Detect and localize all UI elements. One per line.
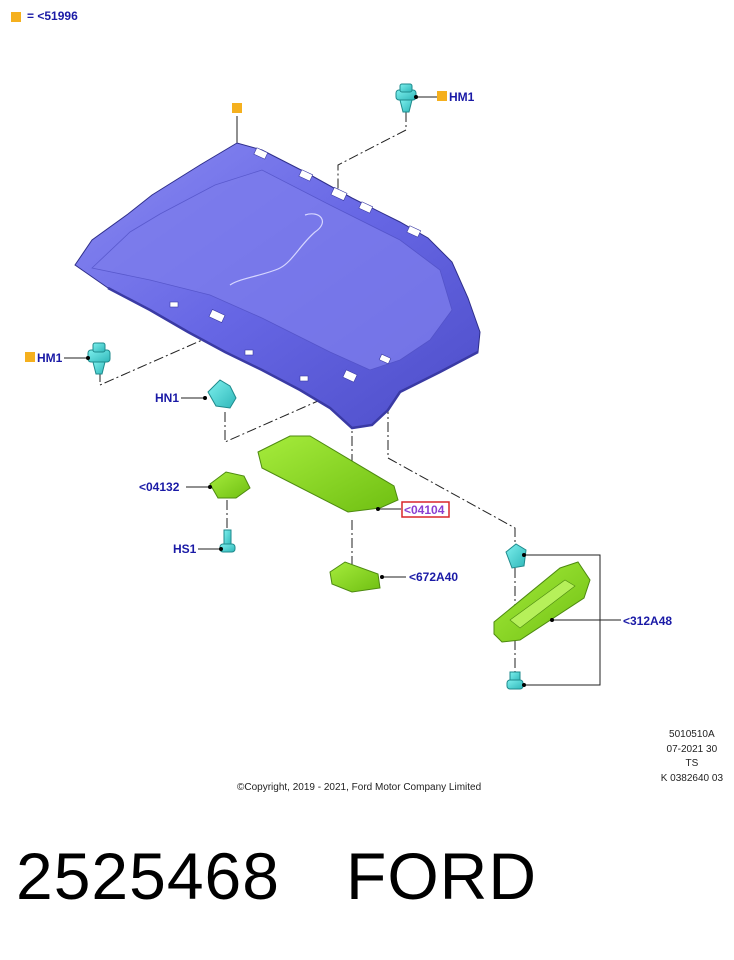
orange-key-square-hm1-left xyxy=(25,352,35,362)
callout-hm1-top[interactable]: HM1 xyxy=(449,90,475,104)
grab-handle-312a48 xyxy=(493,561,591,643)
selected-callout-box xyxy=(401,501,450,518)
exploded-parts-diagram: HM1 HM1 HN1 <04132 HS1 <04104 <672A40 <3… xyxy=(25,83,672,690)
drawing-date: 07-2021 30 xyxy=(666,743,718,755)
sun-visor-04104 xyxy=(257,435,399,513)
visor-clip-672a40 xyxy=(329,561,384,593)
orange-key-square-top xyxy=(232,103,242,113)
copyright-notice: ©Copyright, 2019 - 2021, Ford Motor Comp… xyxy=(237,782,482,793)
callout-672a40[interactable]: <672A40 xyxy=(409,570,458,584)
visor-bracket-04132 xyxy=(208,471,251,499)
callout-04132[interactable]: <04132 xyxy=(139,480,180,494)
clip-hn1 xyxy=(203,379,237,409)
grab-handle-clip-top xyxy=(505,543,527,569)
legend-text: = <51996 xyxy=(27,9,78,23)
drawing-ref: K 0382640 03 xyxy=(660,772,723,784)
legend-key-square xyxy=(11,12,21,22)
dash-dot-lines xyxy=(99,112,516,672)
leader-lines xyxy=(64,96,621,686)
drawing-ts: TS xyxy=(685,758,699,769)
brand-name: FORD xyxy=(346,839,537,913)
clip-hm1-left xyxy=(86,342,111,375)
part-number: 2525468 xyxy=(16,839,280,913)
callout-04104[interactable]: <04104 xyxy=(404,503,445,517)
callout-312a48[interactable]: <312A48 xyxy=(623,614,672,628)
callout-hn1[interactable]: HN1 xyxy=(155,391,179,405)
drawing-meta: 5010510A 07-2021 30 TS K 0382640 03 xyxy=(661,728,723,786)
screw-hs1 xyxy=(219,529,236,553)
callout-hs1[interactable]: HS1 xyxy=(173,542,197,556)
headliner-panel xyxy=(74,142,481,430)
clip-hm1-top xyxy=(395,83,418,113)
grab-handle-clip-bottom xyxy=(506,671,526,690)
drawing-code: 5010510A xyxy=(669,729,715,740)
callout-hm1-left[interactable]: HM1 xyxy=(37,351,63,365)
orange-key-square-hm1-top xyxy=(437,91,447,101)
